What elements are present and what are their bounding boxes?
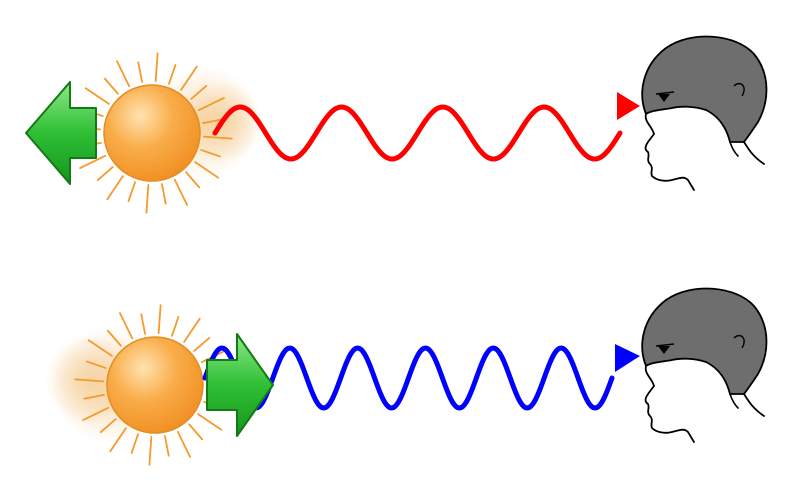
sun-ray [148, 435, 153, 466]
redshifted-light-wave [212, 104, 623, 162]
observer-head-icon [641, 287, 768, 443]
sun-ray [82, 406, 110, 421]
sun-ray [87, 339, 113, 357]
sun-ray [83, 394, 105, 400]
sun-ray [188, 423, 204, 441]
sun-ray [183, 317, 201, 343]
sun-ray [99, 418, 117, 434]
sun-rays [74, 304, 236, 466]
sun-ray [140, 313, 146, 335]
sun-rays [71, 52, 233, 214]
sun-ray [197, 413, 223, 431]
sun-ray [116, 60, 131, 88]
sun-ray [84, 87, 110, 105]
observer-head-icon [641, 35, 768, 191]
sun-ray [176, 430, 191, 458]
scene-approaching [45, 287, 768, 466]
sun-ray [137, 61, 143, 83]
sun-ray [173, 178, 188, 206]
motion-arrow-icon [25, 81, 97, 185]
sun-ray [185, 171, 201, 189]
sun-ray [190, 84, 208, 100]
sun-ray [106, 175, 124, 201]
sun-ray [96, 166, 114, 182]
sun-ray [86, 360, 107, 369]
sun-ray [109, 427, 127, 453]
sun-ray [193, 336, 211, 352]
sun-ray [103, 77, 119, 95]
sun-ray [197, 97, 225, 112]
wave-arrowhead [617, 92, 640, 120]
sun-ray [171, 316, 180, 337]
sun-ray [130, 433, 139, 454]
sun-ray [164, 435, 170, 457]
sun-icon [106, 336, 204, 434]
sun-ray [202, 135, 233, 140]
sun-ray [180, 65, 198, 91]
motion-arrow-icon [206, 333, 274, 437]
sun-ray [127, 181, 136, 202]
sun-ray [168, 64, 177, 85]
sun-ray [157, 304, 162, 335]
sun-icon [103, 84, 201, 182]
sun-ray [145, 183, 150, 214]
sun-ray [106, 329, 122, 347]
sun-ray [161, 183, 167, 205]
scene-receding [25, 35, 768, 214]
sun-ray [79, 154, 107, 169]
sun-ray [194, 161, 220, 179]
sun-ray [74, 378, 105, 383]
sun-ray [200, 149, 221, 158]
sun-ray [202, 118, 224, 124]
blueshifted-light-wave [202, 345, 615, 411]
sun-ray [119, 312, 134, 340]
wave-arrowhead [615, 344, 640, 372]
sun-ray [154, 52, 159, 83]
